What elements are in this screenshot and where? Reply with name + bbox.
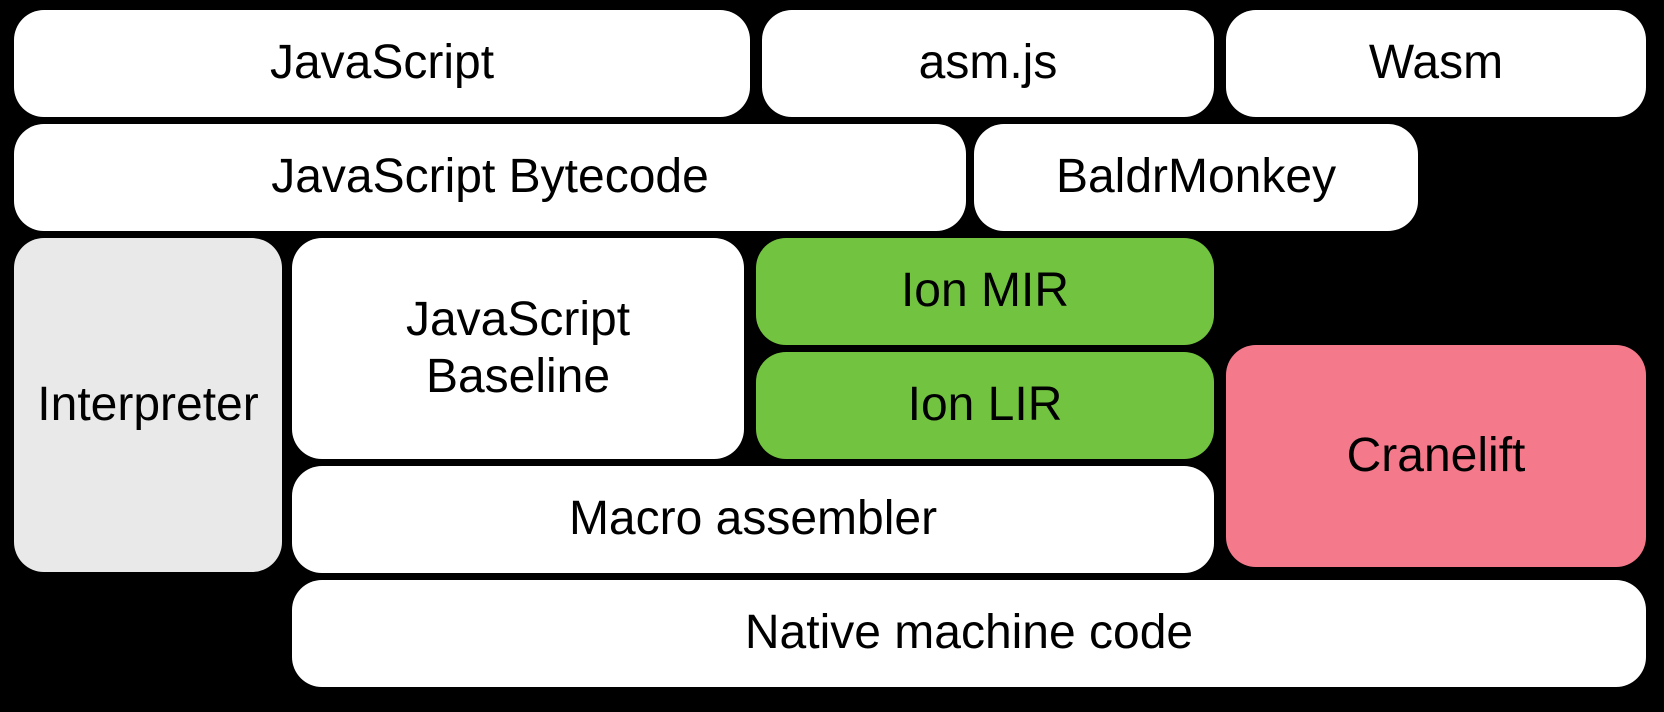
box-interpreter-label: Interpreter	[37, 377, 259, 431]
box-baldrmonkey-label: BaldrMonkey	[1055, 150, 1337, 204]
box-javascript-bytecode-label: JavaScript Bytecode	[271, 150, 709, 204]
box-native-machine-code-label: Native machine code	[744, 606, 1194, 660]
box-javascript-label: JavaScript	[269, 36, 495, 90]
box-cranelift-label: Cranelift	[1346, 428, 1526, 482]
box-interpreter: Interpreter	[14, 238, 282, 572]
box-javascript-bytecode: JavaScript Bytecode	[14, 124, 966, 231]
box-wasm-label: Wasm	[1368, 36, 1504, 90]
box-native-machine-code: Native machine code	[292, 580, 1646, 687]
box-javascript-baseline-label-line1: JavaScript	[405, 292, 631, 346]
box-ion-lir-label: Ion LIR	[907, 378, 1063, 432]
box-asmjs: asm.js	[762, 10, 1214, 117]
box-ion-mir: Ion MIR	[756, 238, 1214, 345]
box-javascript-baseline-label-line2: Baseline	[425, 349, 611, 403]
box-javascript: JavaScript	[14, 10, 750, 117]
box-baldrmonkey: BaldrMonkey	[974, 124, 1418, 231]
box-wasm: Wasm	[1226, 10, 1646, 117]
box-cranelift: Cranelift	[1226, 345, 1646, 567]
box-macro-assembler: Macro assembler	[292, 466, 1214, 573]
box-ion-mir-label: Ion MIR	[900, 264, 1070, 318]
box-macro-assembler-label: Macro assembler	[568, 492, 938, 546]
box-asmjs-label: asm.js	[918, 36, 1058, 90]
box-javascript-baseline: JavaScript Baseline	[292, 238, 744, 459]
box-ion-lir: Ion LIR	[756, 352, 1214, 459]
